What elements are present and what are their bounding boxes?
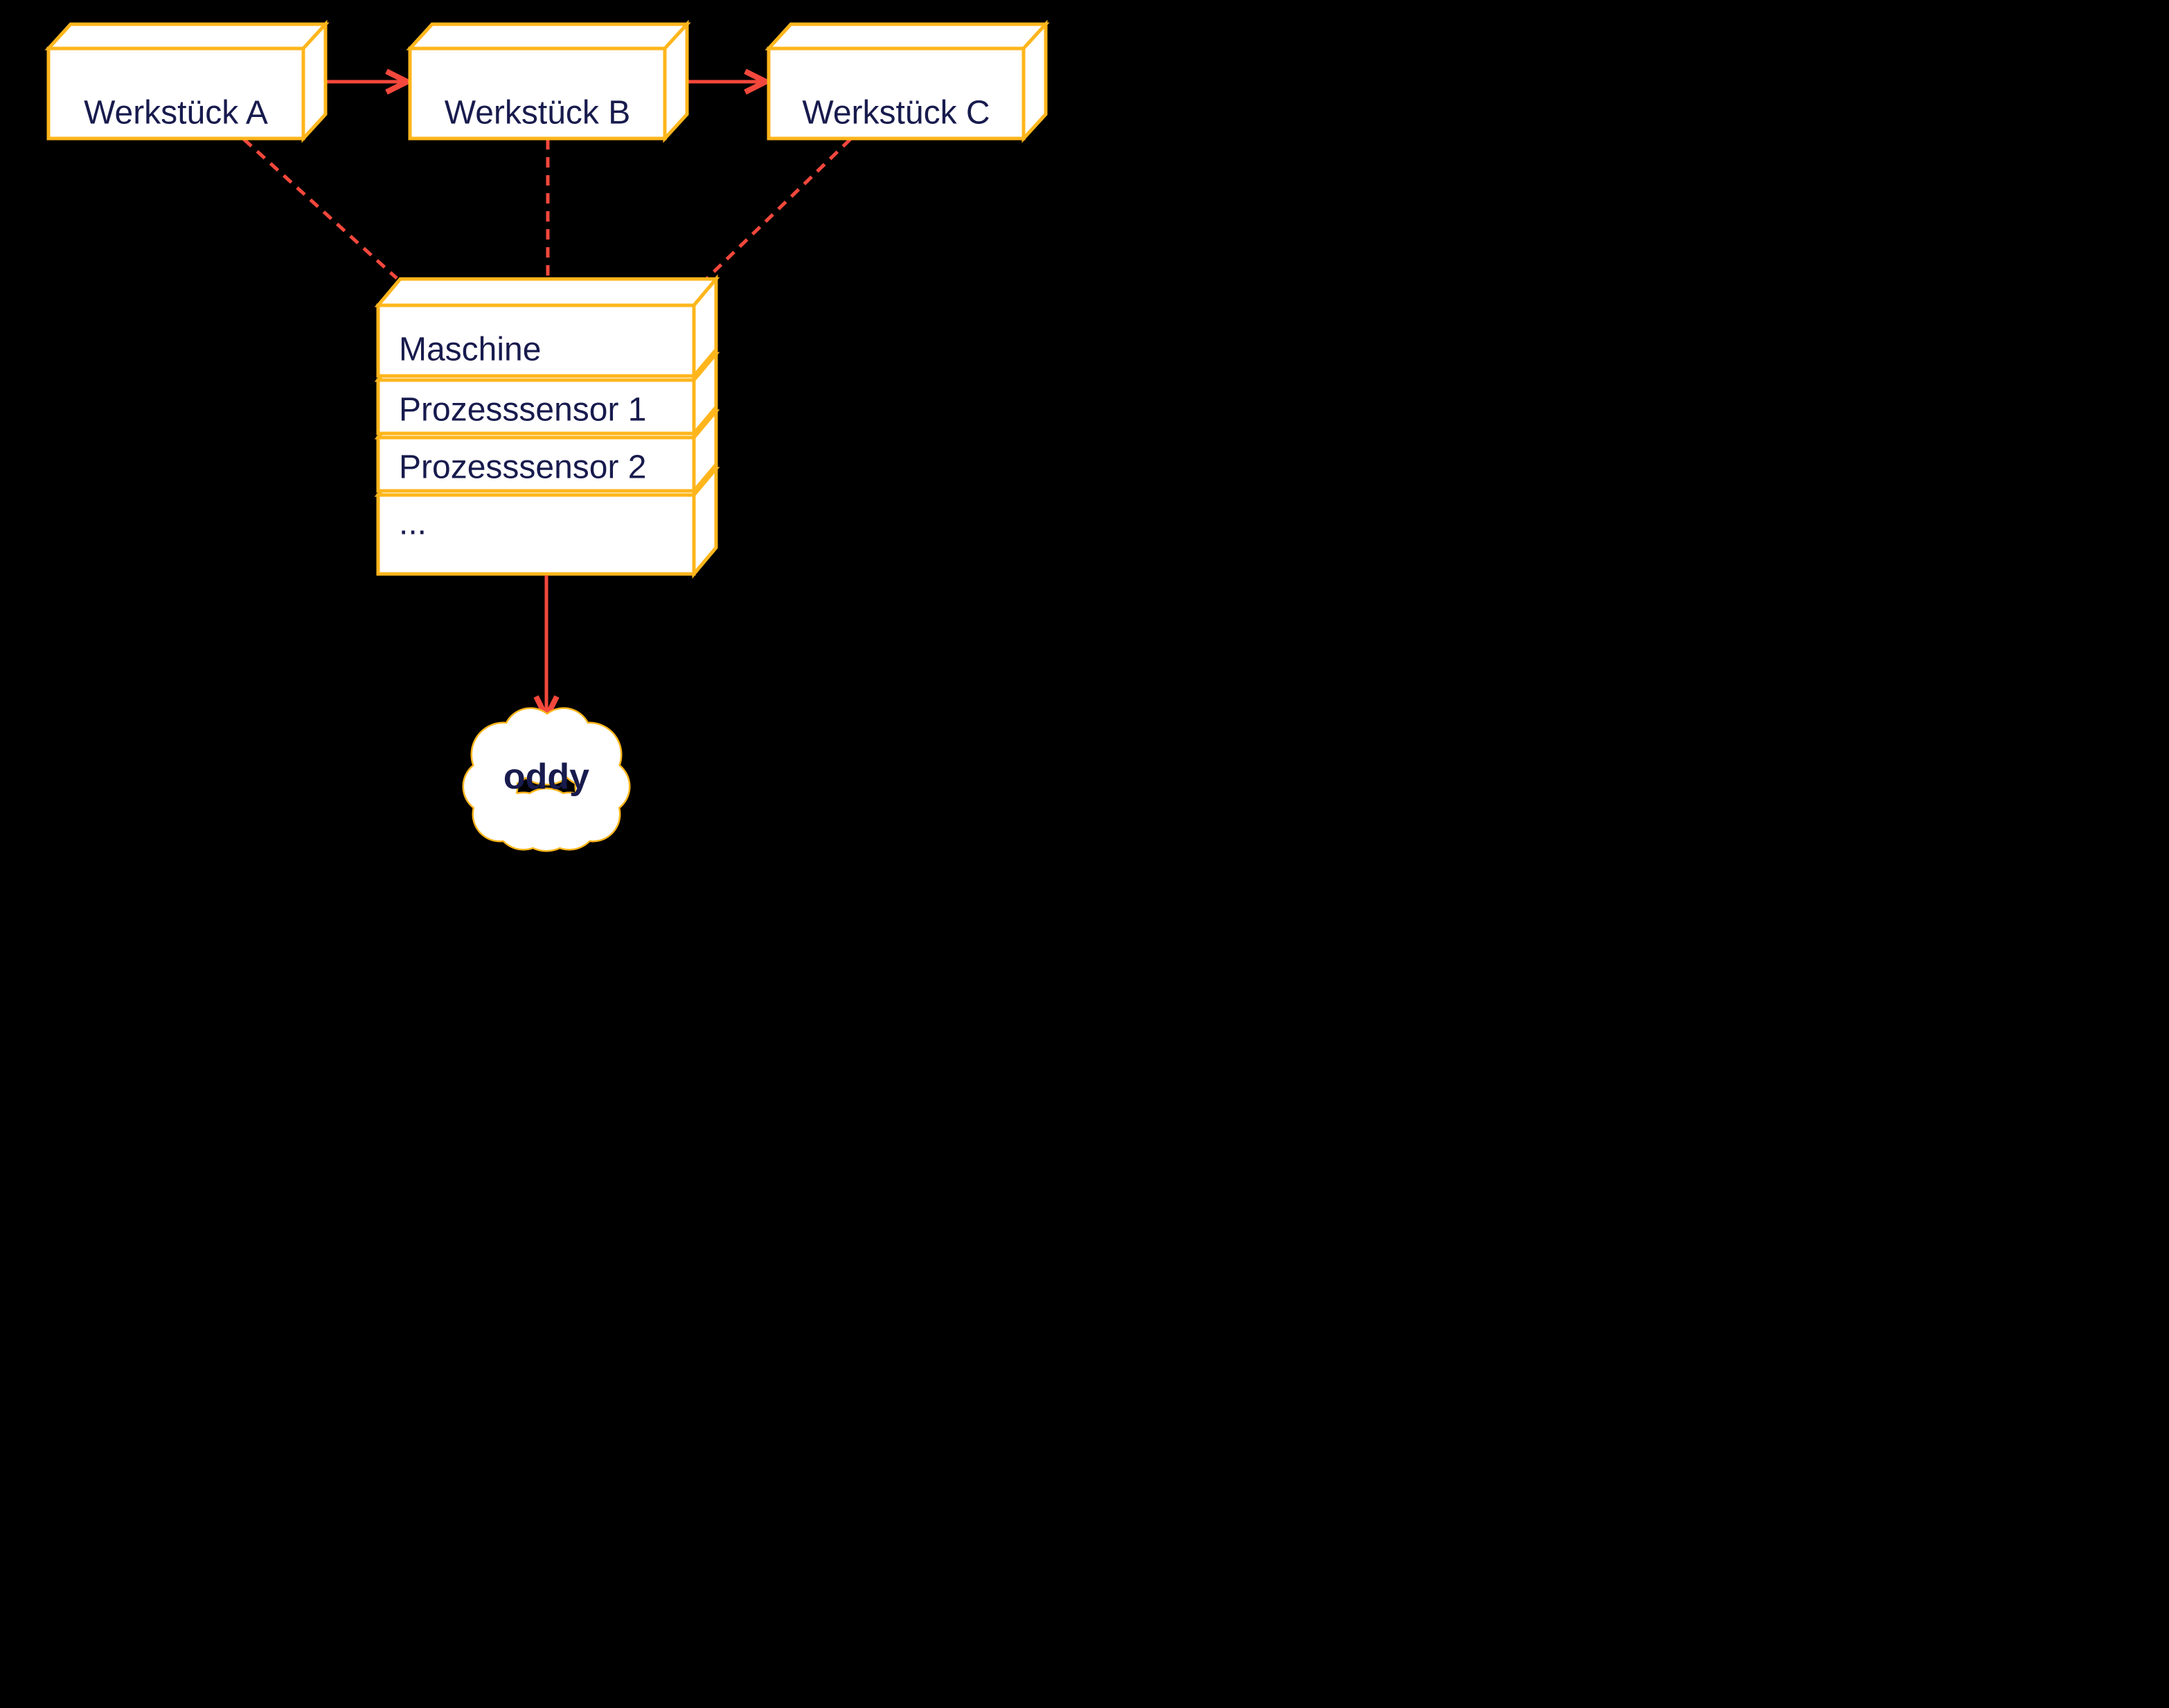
werkstueck-c-box: Werkstück C: [765, 19, 1050, 143]
werkstueck-c-label: Werkstück C: [802, 95, 990, 132]
stack-section-maschine: Maschine: [374, 274, 720, 381]
stack-section-maschine-label: Maschine: [399, 332, 541, 368]
cloud-body: [464, 709, 629, 850]
werkstueck-a-box: Werkstück A: [44, 19, 330, 143]
oddy-cloud-label: oddy: [503, 757, 589, 797]
diagram-canvas: Werkstück A Werkstück B Werkstück C ...: [0, 0, 1084, 854]
stack-section-prozesssensor-1-label: Prozesssensor 1: [399, 392, 647, 429]
oddy-cloud: oddy: [462, 707, 631, 852]
dashed-connector-werkstueck-a-to-machine: [242, 138, 398, 280]
process-diagram: Werkstück A Werkstück B Werkstück C ...: [44, 19, 1050, 852]
werkstueck-b-box: Werkstück B: [406, 19, 691, 143]
werkstueck-a-label: Werkstück A: [84, 95, 268, 132]
machine-stack: ... Prozesssensor 2 Prozesssensor 1: [374, 274, 720, 579]
stack-section-more-label: ...: [399, 505, 427, 542]
dashed-connector-werkstueck-c-to-machine: [706, 138, 852, 280]
werkstueck-b-label: Werkstück B: [445, 95, 631, 132]
stack-section-prozesssensor-2-label: Prozesssensor 2: [399, 449, 647, 486]
